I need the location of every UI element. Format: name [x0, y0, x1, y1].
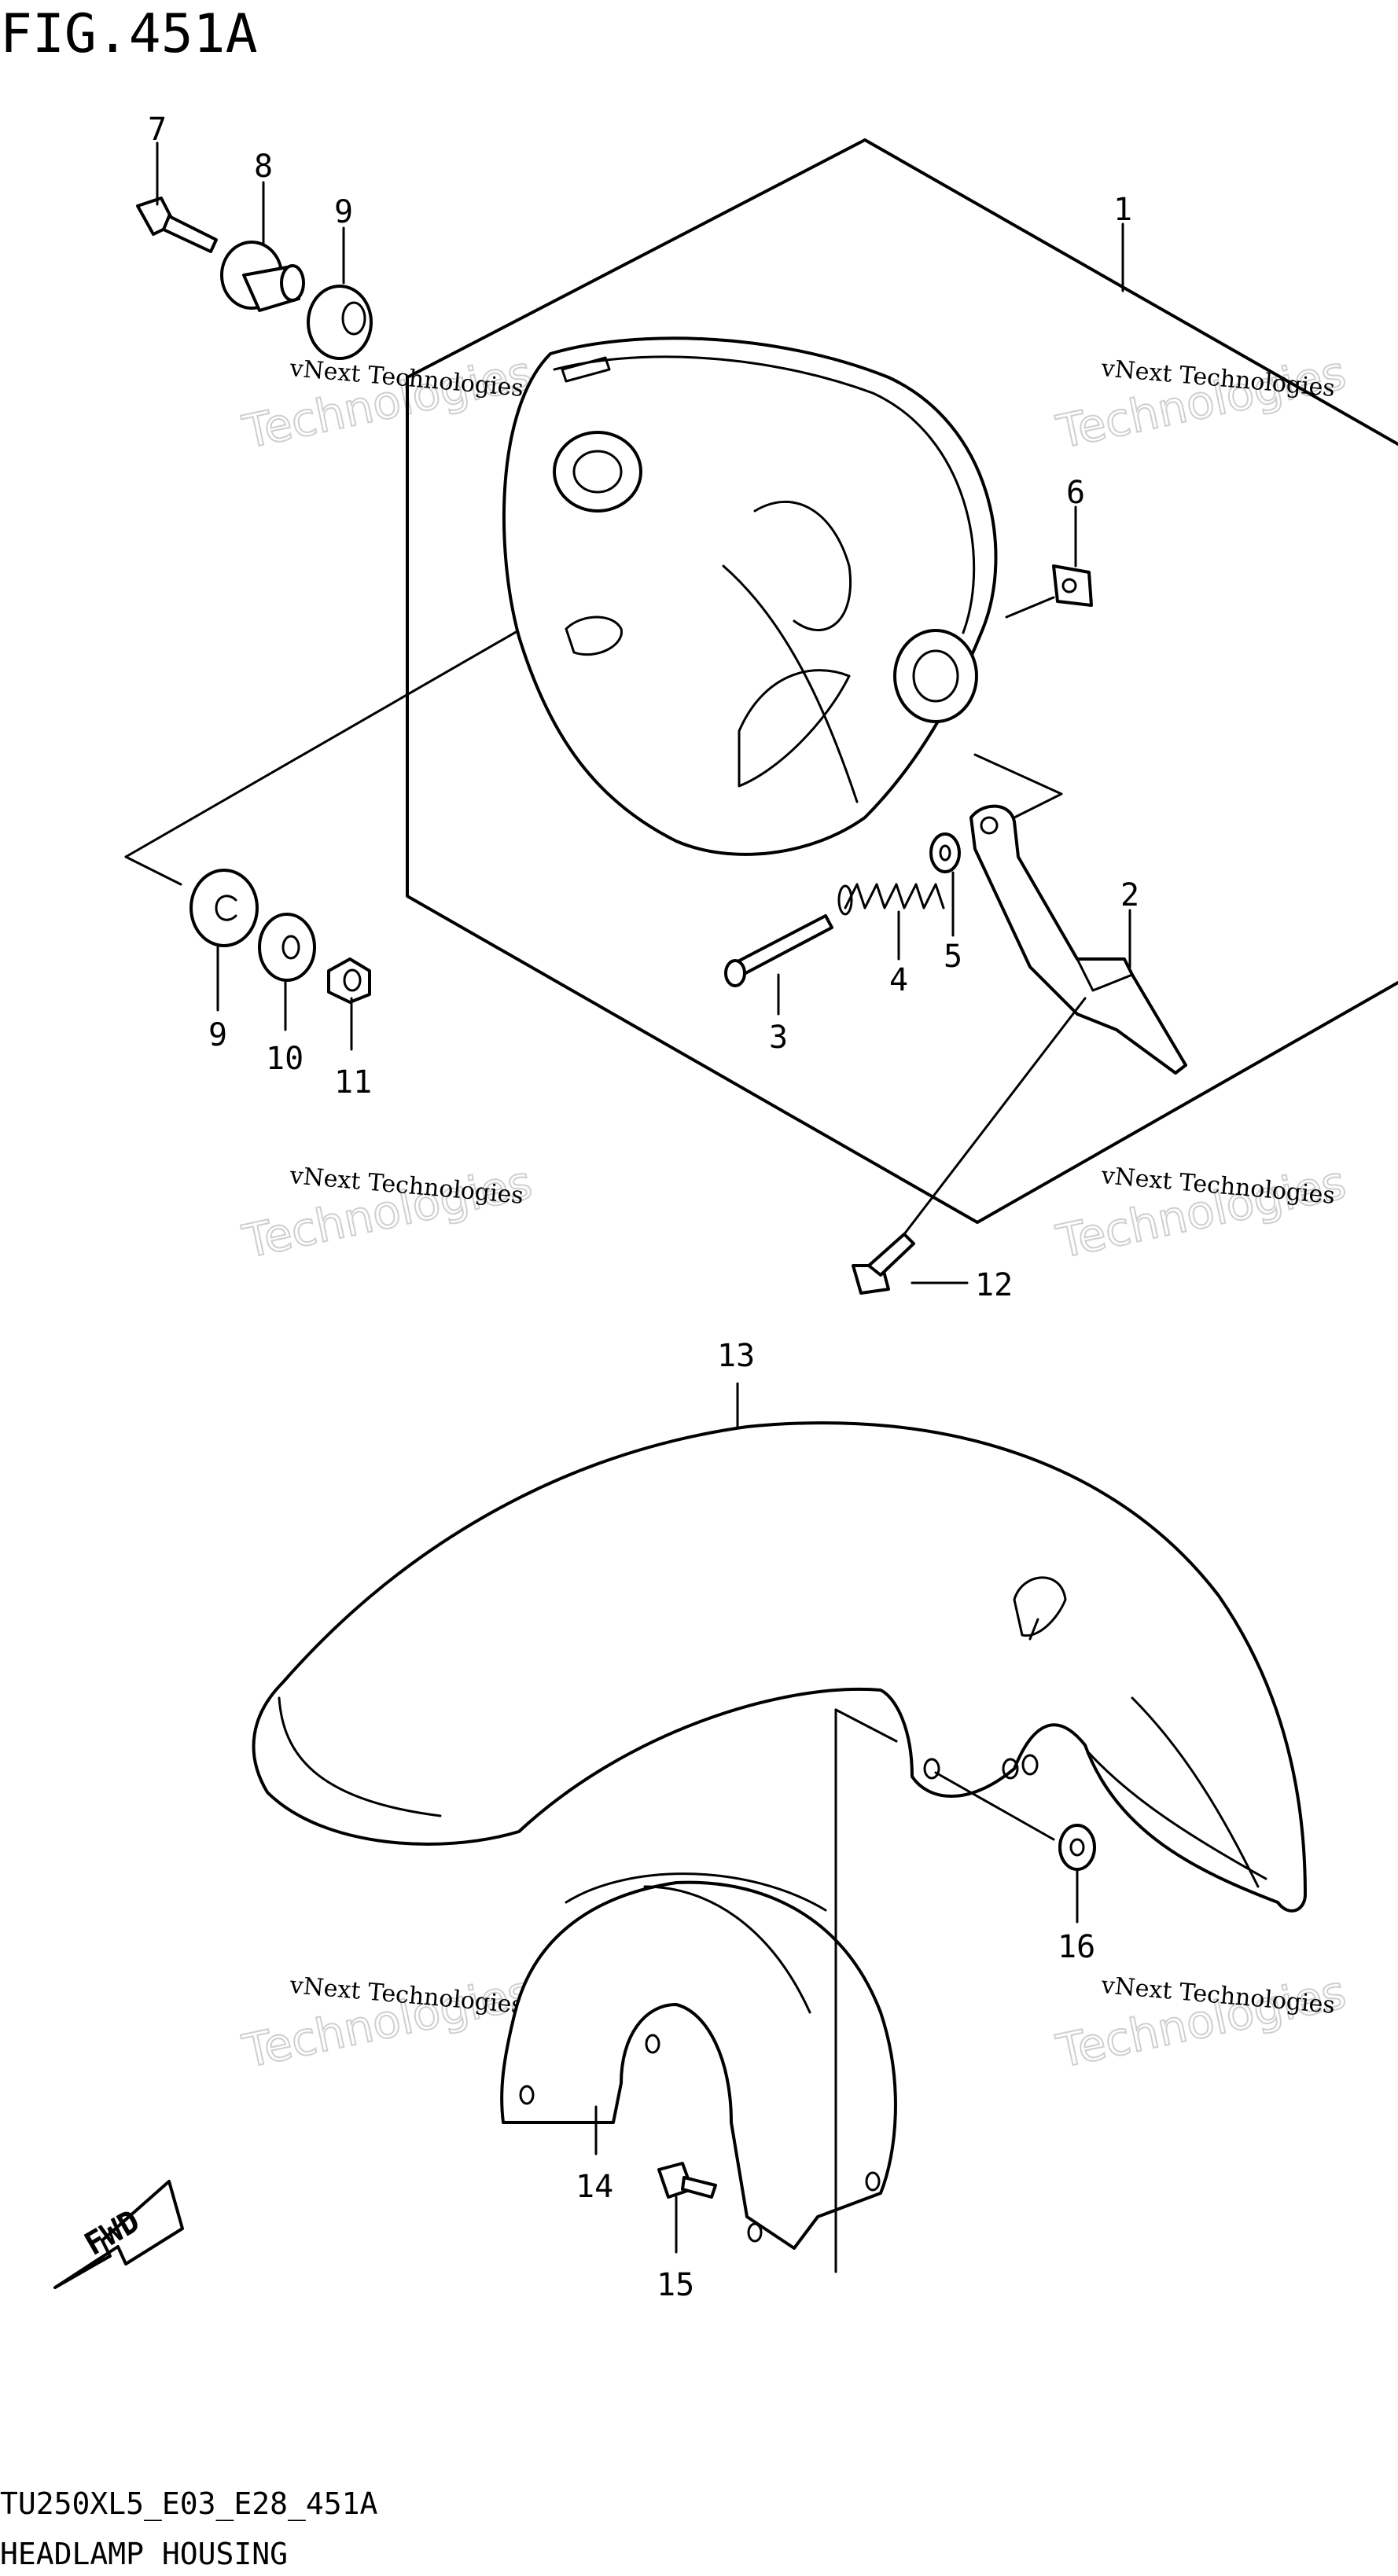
callout-8: 8: [254, 149, 273, 185]
front-fender: [252, 1421, 1307, 1913]
watermark-mid-right: Technologies vNext Technologies: [1051, 1155, 1352, 1270]
callout-5: 5: [944, 939, 962, 975]
watermark-top-left: Technologies vNext Technologies: [237, 345, 538, 460]
bolt-7: [136, 197, 218, 253]
watermark-bottom-right: Technologies vNext Technologies: [1051, 1964, 1352, 2079]
figure-title: FIG.451A: [0, 3, 258, 65]
callout-11: 11: [334, 1064, 372, 1101]
callout-9-bottom: 9: [208, 1017, 227, 1053]
callout-15: 15: [657, 2267, 694, 2303]
callout-labels: 7 8 9 1 6 2 3 4 5 12 9 10 11 13 16 14 15: [148, 112, 1139, 2303]
bolt-15: [657, 2162, 717, 2199]
collar-8: [220, 241, 305, 312]
model-code: TU250XL5_E03_E28_451A: [0, 2486, 378, 2522]
callout-10: 10: [266, 1041, 304, 1077]
cushion-9-top: [307, 285, 373, 360]
leader-lines: [156, 141, 1131, 2254]
callout-16: 16: [1058, 1929, 1095, 1965]
watermark-bottom-left: Technologies vNext Technologies: [237, 1964, 538, 2079]
forward-direction-arrow: FWD: [53, 2180, 184, 2289]
callout-2: 2: [1120, 877, 1139, 913]
figure-caption: HEADLAMP HOUSING: [0, 2537, 288, 2571]
nut-11: [327, 957, 371, 1004]
callout-4: 4: [889, 962, 908, 998]
callout-7: 7: [148, 112, 167, 148]
watermark-mid-left: Technologies vNext Technologies: [237, 1155, 538, 1270]
grommet-16: [1058, 1824, 1096, 1871]
fender-brace: [500, 1708, 898, 2273]
headlamp-housing: [502, 336, 998, 856]
callout-3: 3: [769, 1020, 788, 1056]
bolt-12: [852, 997, 1087, 1295]
nut-6: [1052, 564, 1093, 607]
callout-13: 13: [717, 1338, 755, 1374]
washer-5: [929, 832, 961, 873]
callout-1: 1: [1113, 192, 1132, 228]
headlamp-assembly-frame: [124, 138, 1398, 1224]
washer-10: [258, 913, 316, 982]
bracket: [969, 804, 1187, 1075]
callout-6: 6: [1066, 475, 1085, 511]
cushion-9-bottom: [189, 869, 259, 947]
watermark-top-right: Technologies vNext Technologies: [1051, 345, 1352, 460]
callout-14: 14: [576, 2169, 613, 2205]
spring: [837, 883, 945, 916]
adjusting-screw: [724, 914, 833, 987]
callout-12: 12: [975, 1267, 1013, 1303]
callout-9-top: 9: [334, 194, 353, 230]
